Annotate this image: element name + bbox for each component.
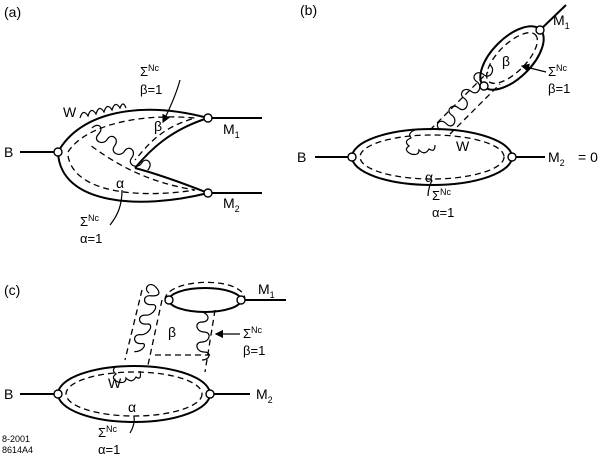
footer-date: 8-2001 <box>2 434 30 444</box>
m1-label: M1 <box>258 281 275 300</box>
sum-bottom-range: α=1 <box>80 231 102 246</box>
b-label: B <box>297 149 306 165</box>
m1-label: M1 <box>223 121 240 140</box>
beta-label: β <box>168 324 176 340</box>
alpha-label: α <box>425 169 433 185</box>
sum-top-arrow <box>162 79 181 124</box>
dashed-col-mid <box>147 299 163 366</box>
m1-line <box>539 4 567 31</box>
w-label: W <box>108 375 122 391</box>
panel-b-tag: (b) <box>300 2 317 18</box>
vertex-m1 <box>203 113 213 123</box>
dashed-beta-loop <box>486 32 538 84</box>
equals-zero: = 0 <box>578 149 598 165</box>
sum-top-range: β=1 <box>140 82 162 97</box>
w-label: W <box>63 104 77 120</box>
alpha-label: α <box>116 175 124 191</box>
dashed-alpha-loop <box>67 144 196 195</box>
vertex-m1 <box>236 295 246 305</box>
panel-b: (b) B M2 = 0 M1 W β α ΣNc β=1 ΣNc α=1 <box>297 2 598 220</box>
sum-bottom-pointer <box>427 179 433 197</box>
gluon-right <box>196 311 210 361</box>
dashed-alpha-loop <box>359 134 505 180</box>
beta-label: β <box>154 118 162 134</box>
dashed-gluon-left <box>429 71 489 131</box>
dashed-gluon-right <box>449 83 501 135</box>
w-boson-line <box>112 365 142 384</box>
lower-inner-line <box>134 167 209 194</box>
sum-bottom-pointer <box>109 189 123 226</box>
vertex-gluon <box>164 295 174 305</box>
panel-c: (c) B M2 M1 W β α ΣNc β=1 ΣNc α=1 <box>4 281 286 457</box>
dashed-col-right <box>204 309 216 373</box>
vertex-gluon <box>479 81 489 91</box>
b-label: B <box>4 144 13 160</box>
b-label: B <box>4 386 13 402</box>
gluon-line <box>91 124 151 171</box>
m1-loop <box>168 287 242 313</box>
sum-top-range: β=1 <box>548 81 570 96</box>
alpha-label: α <box>128 399 136 415</box>
gluon-left <box>133 283 160 353</box>
footer-id: 8614A4 <box>2 445 33 455</box>
w-boson-line <box>79 103 127 119</box>
dashed-top-arc <box>164 281 246 301</box>
m1-label: M1 <box>553 12 570 31</box>
w-boson-line <box>405 129 436 156</box>
vertex-m2 <box>507 152 517 162</box>
sum-bottom: ΣNc <box>98 424 118 440</box>
panel-a: (a) B W M1 M2 β α ΣNc β=1 <box>4 4 262 246</box>
sum-bottom: ΣNc <box>432 187 452 203</box>
beta-label: β <box>502 53 510 69</box>
vertex-m2 <box>205 389 215 399</box>
panel-c-tag: (c) <box>4 282 20 298</box>
sum-top-range: β=1 <box>243 343 265 358</box>
sum-top-arrow <box>520 63 547 73</box>
sum-top: ΣNc <box>243 325 263 341</box>
w-label: W <box>456 138 470 154</box>
sum-top: ΣNc <box>548 63 568 79</box>
m2-label: M2 <box>223 195 240 214</box>
sum-top: ΣNc <box>140 63 160 79</box>
panel-a-tag: (a) <box>4 4 21 20</box>
sum-bottom-range: α=1 <box>98 442 120 457</box>
sum-bottom-pointer <box>129 415 135 434</box>
upper-inner-line <box>134 117 209 169</box>
vertex-m2 <box>203 188 213 198</box>
vertex-m1 <box>535 25 545 35</box>
upper-quark-line <box>57 108 209 153</box>
dashed-col-left <box>124 289 143 361</box>
sum-bottom-range: α=1 <box>432 205 454 220</box>
m2-label: M2 <box>256 386 273 405</box>
vertex-b <box>53 389 63 399</box>
m2-label: M2 <box>548 149 565 168</box>
lower-quark-line <box>57 151 209 203</box>
gluon-line <box>436 64 494 131</box>
sum-bottom: ΣNc <box>80 213 100 229</box>
vertex-b <box>347 152 357 162</box>
vertex-b <box>53 147 63 157</box>
